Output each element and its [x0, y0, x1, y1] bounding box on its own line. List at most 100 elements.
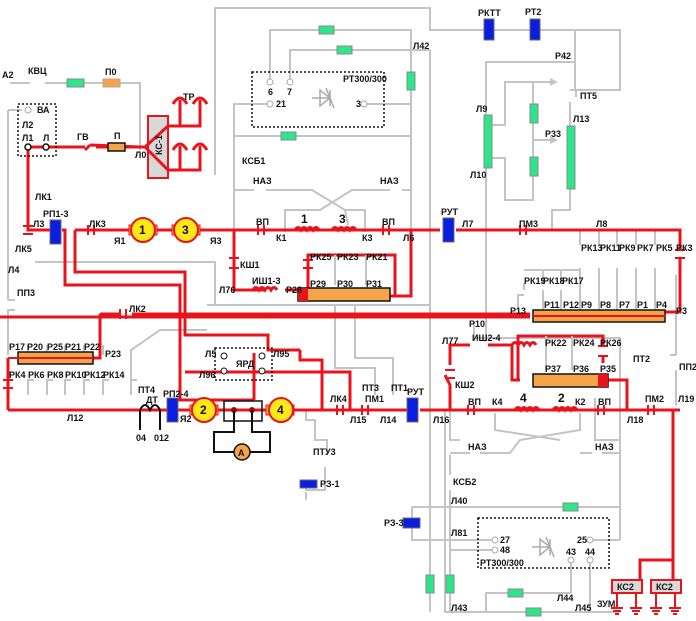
terminal-27 [491, 536, 499, 544]
label-l76: Л76 [219, 285, 235, 295]
label-rk12: РК12 [84, 370, 106, 380]
label-l19: Л19 [678, 394, 694, 404]
energized-contacts[interactable] [3, 225, 685, 415]
label-l: Л [43, 133, 49, 143]
motor-4[interactable] [265, 397, 295, 423]
label-l0: Л0 [135, 150, 146, 160]
label-rp13: РП1-3 [43, 209, 68, 219]
wire [608, 378, 629, 410]
label-r35: Р35 [600, 364, 616, 374]
motor-3[interactable] [171, 217, 201, 243]
coil-rp2-4[interactable] [166, 397, 179, 423]
label-vp-left-2: ВП [468, 397, 481, 407]
label-k4: К4 [492, 397, 503, 407]
labels: А2 КВЦ П0 ВА Л2 Л1 Л ГВ П Л0 ТР КС-1 ЛК1… [2, 7, 696, 613]
label-rk3: РК3 [676, 243, 693, 253]
coil-rt2[interactable] [529, 18, 541, 41]
label-lk3: ЛК3 [89, 219, 106, 229]
label-t25: 25 [577, 535, 587, 545]
label-ya3: Я3 [210, 236, 221, 246]
label-r37: Р37 [545, 364, 561, 374]
wire [289, 49, 411, 80]
resistor-r33-upper [529, 103, 539, 124]
wire-tr [143, 145, 202, 172]
label-rk13: РК13 [581, 243, 603, 253]
label-ish24: ИШ2-4 [472, 333, 501, 343]
motor-1[interactable] [128, 217, 158, 243]
wire [574, 62, 577, 91]
terminal-l96 [220, 367, 228, 375]
label-t7: 7 [287, 87, 292, 97]
label-pm2: ПМ2 [645, 394, 664, 404]
label-l15: Л15 [350, 415, 366, 425]
wire-l95 [298, 350, 324, 410]
terminal-l1[interactable] [24, 143, 32, 151]
wire-l7-l8 [456, 228, 682, 250]
motor-2[interactable] [189, 397, 219, 423]
label-motor-2: 2 [200, 403, 207, 417]
rheostat-r28-r31 [297, 287, 391, 302]
wire-pt1 [354, 305, 394, 395]
label-lk2: ЛК2 [129, 304, 146, 314]
label-r42: Р42 [555, 51, 571, 61]
label-ya2: Я2 [180, 414, 191, 424]
coil-rktt[interactable] [483, 18, 495, 41]
coil-rp1-3[interactable] [49, 219, 62, 245]
label-rk8: РК8 [47, 370, 64, 380]
contact-vp-3 [467, 405, 475, 415]
label-ksh1: КШ1 [240, 260, 260, 270]
label-r17: Р17 [9, 342, 25, 352]
contact-vp-2 [382, 225, 390, 235]
wire [492, 82, 534, 201]
label-l10: Л10 [470, 170, 486, 180]
label-rktt: РКТТ [478, 8, 501, 18]
wire [570, 89, 577, 97]
terminal-6 [266, 78, 274, 86]
contact-lk2 [119, 309, 127, 319]
contact-rk3 [675, 249, 685, 259]
terminal-l5 [220, 352, 228, 360]
ammeter[interactable] [233, 443, 251, 461]
dt-sensor [139, 404, 161, 413]
label-kvc: КВЦ [28, 66, 47, 76]
wire-cross [509, 413, 581, 454]
terminal [258, 367, 266, 375]
terminal-l2 [24, 106, 32, 114]
inactive-wiring [7, 7, 677, 613]
label-naz-left-2: НАЗ [468, 442, 487, 452]
label-pt1: ПТ1 [391, 383, 408, 393]
label-rt300-top: РТ300/300 [343, 74, 387, 84]
label-pm3: ПМ3 [519, 219, 538, 229]
label-r30: Р30 [337, 279, 353, 289]
coil-rz3[interactable] [402, 517, 421, 529]
label-naz-right: НАЗ [380, 176, 399, 186]
label-rk23: РК23 [337, 252, 359, 262]
label-gv: ГВ [77, 132, 89, 142]
label-rk4: РК4 [9, 370, 26, 380]
field-winding-1 [293, 226, 321, 233]
label-yard: ЯРД [236, 359, 255, 369]
resistor [280, 131, 297, 141]
label-r22: Р22 [84, 342, 100, 352]
label-rk6: РК6 [28, 370, 45, 380]
tr-contact-icon [171, 96, 209, 151]
label-naz-right-2: НАЗ [595, 442, 614, 452]
label-r1: Р1 [637, 300, 648, 310]
wire [492, 81, 550, 126]
label-vp-right-2: ВП [598, 397, 611, 407]
label-ish13: ИШ1-3 [252, 276, 281, 286]
thyristor-icon [532, 536, 555, 558]
label-p: П [114, 131, 120, 141]
switch-gv[interactable] [83, 143, 92, 152]
label-rk18: РК18 [543, 276, 565, 286]
coil-rz1[interactable] [299, 479, 318, 489]
label-rk7: РК7 [637, 243, 654, 253]
label-ksb2: КСБ2 [453, 477, 476, 487]
label-r3: Р3 [676, 306, 687, 316]
label-l77: Л77 [442, 336, 458, 346]
coil-rut-top[interactable] [442, 217, 455, 243]
contact-rk26 [598, 345, 608, 357]
label-motor-1: 1 [139, 223, 146, 237]
coil-rut-bottom[interactable] [406, 397, 419, 423]
terminal-l[interactable] [42, 143, 50, 151]
